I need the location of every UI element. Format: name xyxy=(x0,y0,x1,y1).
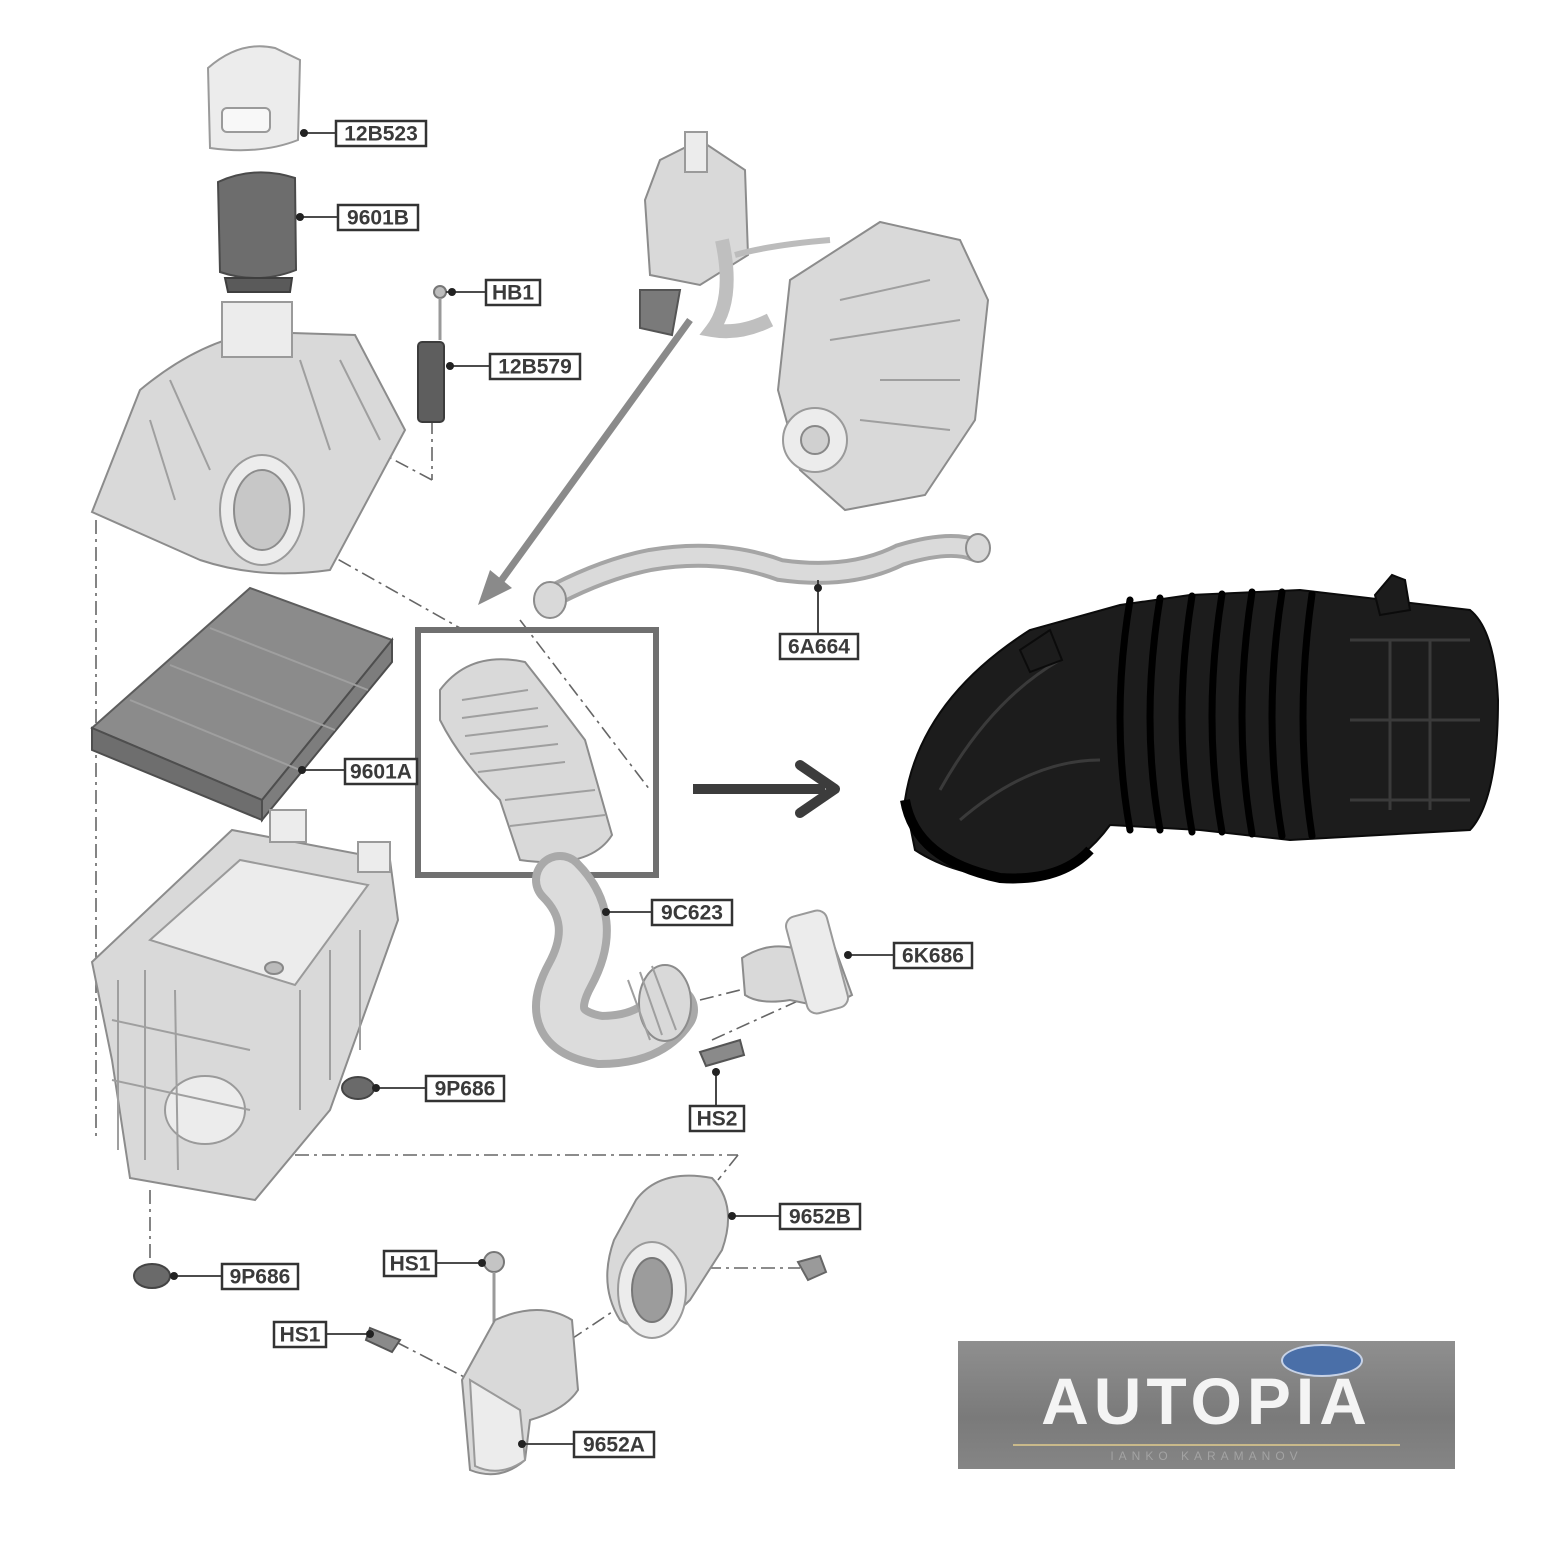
grommet-parts xyxy=(133,1076,375,1289)
svg-text:9C623: 9C623 xyxy=(661,902,723,925)
brand-divider xyxy=(1013,1444,1400,1446)
svg-text:HS1: HS1 xyxy=(390,1253,431,1276)
lower-air-box-part xyxy=(90,809,400,1202)
air-cleaner-cover-part xyxy=(206,45,302,152)
label-9p686-upper: 9P686 xyxy=(424,1074,506,1103)
label-12b579: 12B579 xyxy=(488,352,582,381)
label-9652b: 9652B xyxy=(778,1202,862,1231)
svg-text:12B523: 12B523 xyxy=(344,123,418,146)
brand-subtitle: IANKO KARAMANOV xyxy=(1110,1449,1303,1463)
pcv-tube-part xyxy=(533,533,991,619)
leader-lines xyxy=(170,129,894,1448)
svg-text:6A664: 6A664 xyxy=(788,636,850,659)
label-hs2: HS2 xyxy=(688,1104,746,1133)
svg-text:9601A: 9601A xyxy=(350,761,412,784)
clip-part xyxy=(796,1254,828,1282)
svg-text:12B579: 12B579 xyxy=(498,356,572,379)
intake-hose-photo xyxy=(900,573,1500,884)
label-12b523: 12B523 xyxy=(334,119,428,148)
svg-text:9652B: 9652B xyxy=(789,1206,851,1229)
label-9601a: 9601A xyxy=(343,757,419,786)
svg-text:HB1: HB1 xyxy=(492,282,534,305)
screw-hs2-part xyxy=(698,1038,746,1068)
label-9p686-lower: 9P686 xyxy=(220,1262,300,1291)
resonator-part xyxy=(606,1174,730,1339)
label-9c623: 9C623 xyxy=(650,898,734,927)
svg-text:HS2: HS2 xyxy=(697,1108,738,1131)
label-hb1: HB1 xyxy=(484,278,542,307)
inlet-duct-part xyxy=(460,1309,580,1476)
screw-hs1-parts xyxy=(364,1251,505,1354)
svg-text:9601B: 9601B xyxy=(347,207,409,230)
highlight-box xyxy=(415,627,659,878)
brand-oval-emblem xyxy=(1281,1344,1363,1377)
brand-logo: AUTOPIA IANKO KARAMANOV xyxy=(958,1341,1455,1469)
label-9652a: 9652A xyxy=(572,1430,656,1459)
engine-part xyxy=(639,131,990,512)
filter-element-part xyxy=(90,586,394,823)
svg-text:9P686: 9P686 xyxy=(435,1078,496,1101)
pointer-arrow-grey xyxy=(478,317,693,605)
label-9601b: 9601B xyxy=(336,203,420,232)
intake-hose-part xyxy=(532,852,698,1069)
sensor-part xyxy=(417,285,447,423)
svg-text:HS1: HS1 xyxy=(280,1324,321,1347)
svg-text:9P686: 9P686 xyxy=(230,1266,291,1289)
outlet-housing-part xyxy=(216,171,298,293)
label-hs1-upper: HS1 xyxy=(382,1249,438,1278)
label-hs1-lower: HS1 xyxy=(272,1320,328,1349)
upper-air-box-part xyxy=(90,301,407,575)
pointer-arrow-black xyxy=(693,760,840,818)
label-6a664: 6A664 xyxy=(778,632,860,661)
label-6k686: 6K686 xyxy=(892,941,974,970)
svg-text:9652A: 9652A xyxy=(583,1434,645,1457)
intake-adapter-part xyxy=(740,909,854,1015)
brand-name: AUTOPIA xyxy=(1041,1364,1372,1438)
svg-text:6K686: 6K686 xyxy=(902,945,964,968)
